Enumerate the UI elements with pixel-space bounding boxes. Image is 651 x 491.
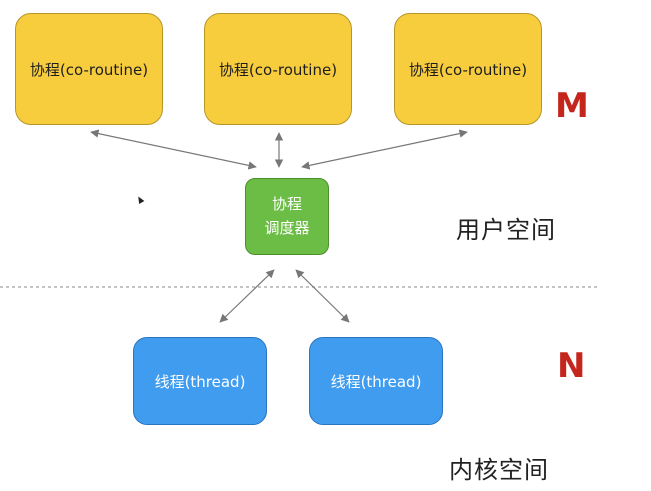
- coroutine-node: 协程(co-routine): [204, 13, 352, 125]
- thread-node: 线程(thread): [133, 337, 267, 425]
- n-label: N: [557, 346, 586, 386]
- thread-node: 线程(thread): [309, 337, 443, 425]
- arrow-scheduler-coroutine-1: [90, 129, 257, 170]
- arrow-scheduler-thread-1: [219, 269, 275, 323]
- scheduler-label-line1: 协程: [271, 195, 302, 214]
- coroutine-node: 协程(co-routine): [394, 13, 542, 125]
- coroutine-label: 协程(co-routine): [408, 60, 528, 79]
- arrow-scheduler-thread-2: [295, 269, 350, 323]
- arrow-scheduler-coroutine-3: [301, 129, 468, 170]
- coroutine-node: 协程(co-routine): [15, 13, 163, 125]
- scheduler-node: 协程 调度器: [245, 178, 329, 255]
- m-label: M: [555, 86, 589, 126]
- user-space-label: 用户空间: [456, 216, 556, 244]
- kernel-space-label: 内核空间: [449, 456, 549, 484]
- coroutine-label: 协程(co-routine): [218, 60, 338, 79]
- coroutine-label: 协程(co-routine): [29, 60, 149, 79]
- scheduler-label-line2: 调度器: [264, 218, 310, 237]
- thread-label: 线程(thread): [330, 372, 422, 391]
- thread-label: 线程(thread): [154, 372, 246, 391]
